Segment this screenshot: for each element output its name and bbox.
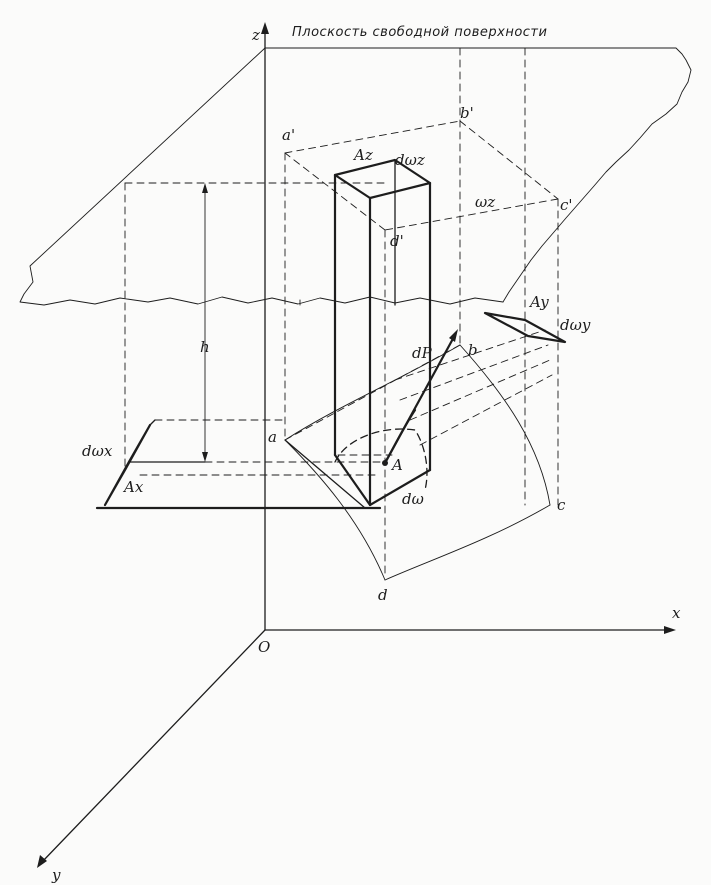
h-arrow-bottom [202, 452, 208, 462]
d-omega-x-label: dωx [82, 442, 113, 460]
y-prism-face [483, 311, 567, 344]
edge-a-b-dashed [284, 344, 461, 441]
point-c-prime-label: c' [560, 196, 573, 214]
d-omega-label: dω [402, 490, 424, 508]
height-dimension [202, 183, 208, 462]
free-surface-plane [19, 47, 692, 306]
curve-b-c [459, 344, 551, 506]
height-label: h [200, 338, 210, 356]
y-axis [41, 629, 266, 863]
point-b-prime-label: b' [460, 104, 474, 122]
force-vector [383, 329, 458, 465]
y-prism-line-4 [419, 374, 553, 446]
surface-plane-title: Плоскость свободной поверхности [292, 25, 547, 40]
x-prism-corner [149, 419, 156, 426]
az-label: Az [352, 146, 373, 164]
ay-label: Ay [528, 293, 549, 311]
curve-c-d [384, 504, 551, 581]
x-prism-slant [284, 439, 366, 509]
dp-label: dP [412, 344, 433, 362]
y-prism [483, 311, 567, 344]
y-prism-line-3 [409, 359, 551, 421]
point-a-prime-label: a' [282, 126, 295, 144]
dp-arrow-line [383, 333, 457, 465]
y-axis-label: y [51, 866, 61, 884]
projected-curve [334, 428, 428, 491]
point-a-label: a [268, 428, 277, 446]
edge-b1-c1 [459, 120, 559, 200]
omega-z-label: ωz [475, 193, 495, 211]
ax-label: Ax [122, 478, 144, 496]
labels: Плоскость свободной поверхности z x y O … [51, 25, 681, 884]
surface-plane-wavy-edge [19, 47, 504, 306]
x-axis-arrow [664, 626, 676, 634]
point-d-prime-label: d' [390, 232, 404, 250]
d-omega-y-label: dωy [560, 316, 591, 334]
y-axis-arrow [37, 855, 47, 868]
curved-surface [284, 299, 551, 581]
y-prism-line-1 [394, 329, 546, 381]
edge-a1-b1 [284, 120, 461, 154]
point-b-label: b [468, 341, 478, 359]
point-c-label: c [557, 496, 566, 514]
z-axis-arrow [261, 22, 269, 34]
edge-c1-d1 [384, 198, 559, 231]
origin-label: O [258, 638, 270, 656]
projection-lines [124, 47, 559, 576]
x-prism-end-face [103, 423, 152, 507]
coordinate-axes [37, 22, 676, 868]
dp-arrow-head [449, 329, 458, 342]
vertical-prism [333, 158, 432, 507]
h-arrow-top [202, 183, 208, 193]
point-A-label: A [390, 456, 403, 474]
x-prism [95, 419, 382, 510]
surface-plane-outline [264, 47, 692, 303]
z-axis-label: z [251, 26, 260, 44]
x-axis-label: x [672, 604, 681, 622]
curve-a-d [284, 439, 386, 581]
prism-base [333, 453, 432, 507]
d-omega-z-label: dωz [395, 151, 425, 169]
point-d-label: d [378, 586, 388, 604]
